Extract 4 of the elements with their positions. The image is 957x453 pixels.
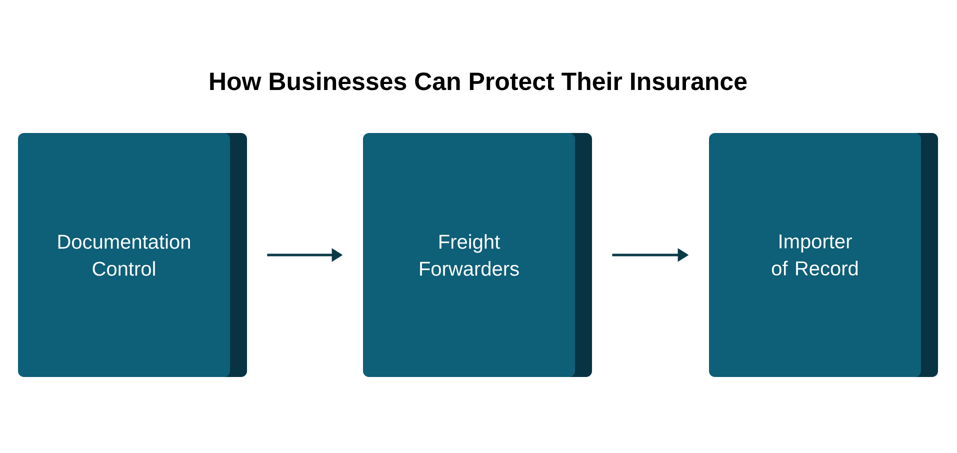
title: How Businesses Can Protect Their Insurance [210,72,747,90]
process-box: Importer of Record [709,133,938,377]
process-box: Documentation Control [18,133,247,377]
process-box: Freight Forwarders [363,133,592,377]
